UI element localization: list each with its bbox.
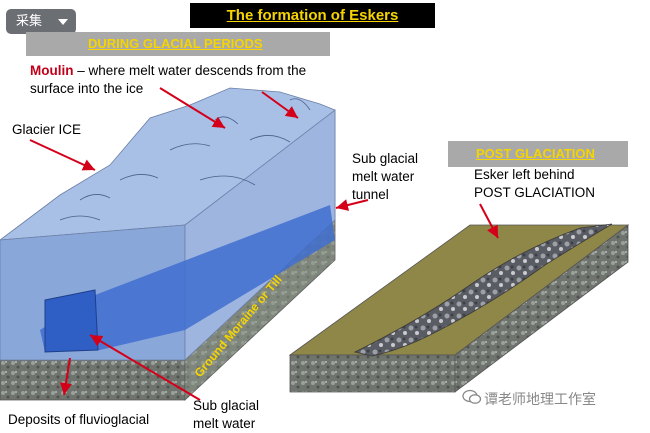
glacier-ice-label: Glacier ICE [12,122,82,137]
diagram-title: The formation of Eskers [190,3,435,28]
collect-button[interactable]: 采集 [6,9,76,34]
annotation-arrows [29,87,499,401]
esker-ridge [353,223,613,357]
post-ground-front [289,354,456,393]
deposits-label: Deposits of fluvioglacial [8,412,150,427]
section-post-glaciation: POST GLACIATION [448,141,628,167]
watermark-text: 谭老师地理工作室 [484,392,596,408]
sub-water-label: Sub glacial melt water [193,398,260,431]
ground-side-texture [185,220,335,400]
glacial-block: Ground Moraine or Till [0,87,336,401]
ground-front [0,359,186,401]
collect-label: 采集 [16,14,43,29]
moulin-term: Moulin [30,63,74,78]
section-during-glacial: DURING GLACIAL PERIODS [26,32,330,56]
moulin-description: – where melt water descends from the sur… [30,63,307,96]
wechat-icon [462,389,482,404]
moulin-label: Moulin – where melt water descends from … [30,62,350,98]
tunnel-front-opening [44,289,99,353]
post-ground-side [454,224,629,393]
meltwater-tunnel [40,205,335,352]
post-glaciation-block [288,223,630,393]
tunnel-label: Sub glacial melt water tunnel [352,151,419,202]
esker-label: Esker left behind POST GLACIATION [474,167,596,200]
chevron-down-icon [58,19,68,25]
